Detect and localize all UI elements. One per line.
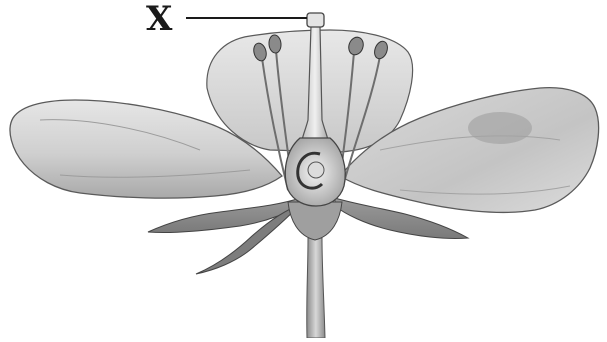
- stem: [307, 238, 325, 338]
- label-x: X: [146, 2, 172, 36]
- receptacle: [288, 202, 342, 240]
- stigma: [307, 13, 324, 27]
- sepal-left: [148, 198, 300, 233]
